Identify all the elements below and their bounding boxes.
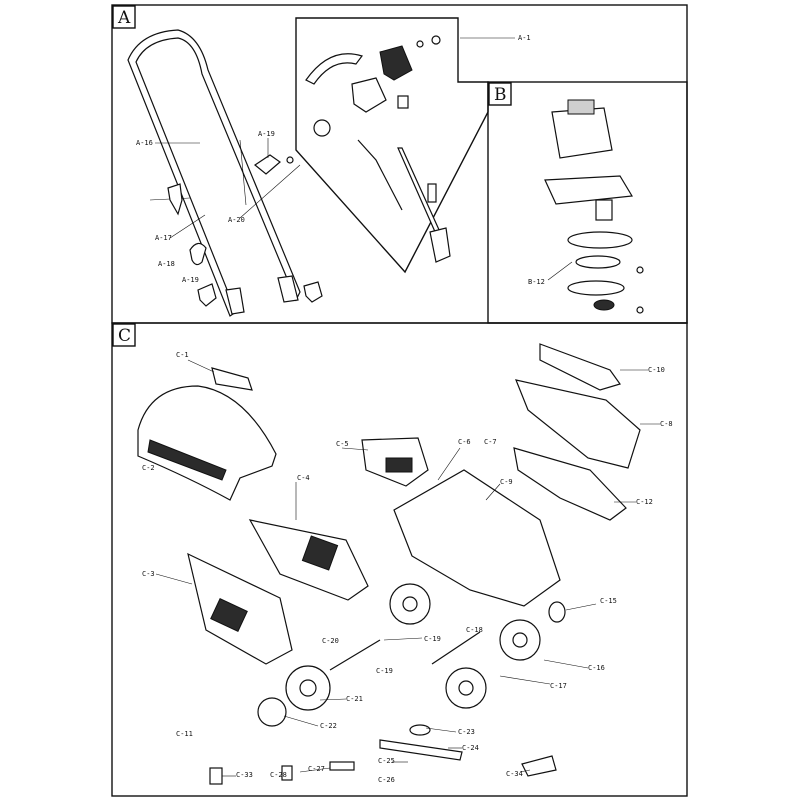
- handle-bar: [127, 29, 301, 317]
- switch-cover: [379, 45, 413, 81]
- label-c26: C-26: [378, 776, 395, 784]
- mower-deck: [361, 437, 561, 607]
- label-c2: C-2: [142, 464, 155, 472]
- motor-cap: [567, 99, 595, 115]
- label-a20: A-20: [228, 216, 245, 224]
- wheel-cap: [548, 601, 566, 623]
- label-c25: C-25: [378, 757, 395, 765]
- label-c10: C-10: [648, 366, 665, 374]
- handle-knob-upper: [167, 183, 183, 216]
- wheels: [257, 583, 566, 727]
- label-a18: A-18: [158, 260, 175, 268]
- handle-knob-lower-left: [197, 283, 217, 307]
- bearing: [593, 299, 615, 311]
- handle-grip-cover: [211, 367, 253, 391]
- motor: [551, 107, 613, 159]
- pulley: [575, 255, 621, 269]
- handle-lower-right: [277, 275, 299, 303]
- control-panel-keys: [385, 457, 413, 473]
- motor-base: [544, 175, 633, 205]
- section-tag-a: A: [112, 5, 136, 29]
- label-c22: C-22: [320, 722, 337, 730]
- key: [209, 767, 223, 785]
- cable-reel: [313, 119, 331, 137]
- label-a16: A-16: [136, 139, 153, 147]
- motor-shaft-sleeve: [595, 199, 613, 221]
- label-c21: C-21: [346, 695, 363, 703]
- label-b12: B-12: [528, 278, 545, 286]
- label-c27: C-27: [308, 765, 325, 773]
- label-c5: C-5: [336, 440, 349, 448]
- handle-clamp: [189, 242, 207, 266]
- label-c23: C-23: [458, 728, 475, 736]
- plug: [429, 227, 451, 263]
- motor-assembly: B-12: [528, 99, 644, 314]
- frame-section-c: [111, 322, 688, 797]
- handle-knob-lower-right: [303, 281, 323, 303]
- rear-handle-cover: [539, 343, 621, 391]
- bolt: [281, 765, 293, 781]
- label-c3: C-3: [142, 570, 155, 578]
- section-frames: [111, 4, 688, 797]
- deck-body: [393, 469, 561, 607]
- label-c8: C-8: [660, 420, 673, 428]
- label-c4: C-4: [297, 474, 310, 482]
- label-c19: C-19: [424, 635, 441, 643]
- label-c34: C-34: [506, 770, 523, 778]
- front-top-cover: [137, 367, 277, 501]
- blade-adapter: [409, 724, 431, 736]
- section-c-labels: C-1 C-2 C-3 C-4 C-5 C-6 C-7 C-8 C-9 C-10…: [142, 351, 673, 784]
- label-a17: A-17: [155, 234, 172, 242]
- label-c1: C-1: [176, 351, 189, 359]
- trigger-bar: [305, 53, 363, 85]
- cable: [357, 139, 403, 211]
- handle-assembly: [127, 29, 323, 317]
- label-c9: C-9: [500, 478, 513, 486]
- label-c12: C-12: [636, 498, 653, 506]
- drive-belt: [567, 280, 625, 296]
- label-c6: C-6: [458, 438, 471, 446]
- label-c11: C-11: [176, 730, 193, 738]
- rear-top-cover: [515, 379, 641, 469]
- label-a19-lower: A-19: [182, 276, 199, 284]
- spacer: [329, 761, 355, 771]
- frame-a1-inset: [295, 17, 489, 274]
- label-c15: C-15: [600, 597, 617, 605]
- blade: [379, 739, 463, 761]
- switch-housing: [351, 77, 387, 113]
- wheel-hub-cap: [257, 697, 287, 727]
- rear-covers: [513, 343, 641, 521]
- label-a1: A-1: [518, 34, 531, 42]
- label-c18: C-18: [466, 626, 483, 634]
- fuse: [427, 183, 437, 203]
- label-c24: C-24: [462, 744, 479, 752]
- label-c19-lower: C-19: [376, 667, 393, 675]
- grass-box: [187, 519, 369, 665]
- label-c20: C-20: [322, 637, 339, 645]
- cut-height-lever: [521, 755, 557, 777]
- section-a-labels: A-16 A-19 A-20 A-17 A-18 A-19 A-1: [136, 34, 531, 284]
- label-c16: C-16: [588, 664, 605, 672]
- label-c7: C-7: [484, 438, 497, 446]
- label-a19: A-19: [258, 130, 275, 138]
- front-top-cover-shape: [137, 385, 277, 501]
- section-tag-c: C: [112, 323, 136, 347]
- label-c17: C-17: [550, 682, 567, 690]
- label-c33: C-33: [236, 771, 253, 779]
- svg-text:B: B: [494, 85, 507, 105]
- svg-text:A: A: [117, 8, 131, 28]
- rear-flap: [513, 447, 627, 521]
- label-c28: C-28: [270, 771, 287, 779]
- fan: [567, 231, 633, 249]
- section-tag-b: B: [488, 82, 512, 106]
- handle-lower-left: [225, 287, 245, 315]
- cable-clip: [253, 154, 281, 175]
- svg-text:C: C: [118, 326, 131, 346]
- switch-box-assembly: [305, 35, 451, 263]
- switch-button: [397, 95, 409, 109]
- axles-and-blade: [209, 631, 557, 785]
